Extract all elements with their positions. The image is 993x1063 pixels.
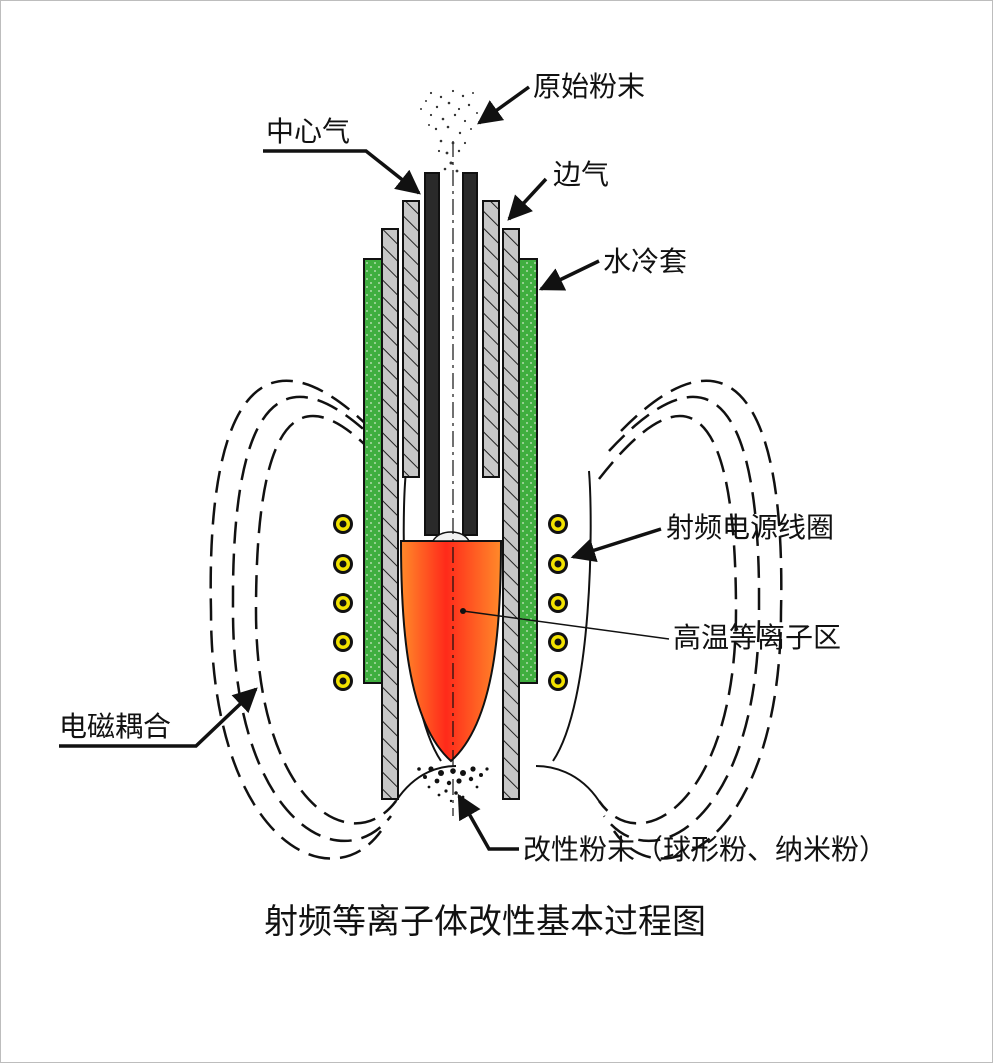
leader-water-jacket [538, 259, 600, 291]
label-modified-powder: 改性粉末（球形粉、纳米粉） [523, 833, 887, 866]
rf-coils-left [333, 514, 353, 691]
outer-tube-right [502, 228, 520, 800]
leader-center-gas [263, 149, 421, 195]
inner-tube-left [424, 172, 440, 536]
label-em-coupling: 电磁耦合 [59, 710, 171, 743]
modified-powder-particles [417, 766, 489, 803]
raw-powder-spray [420, 89, 478, 173]
leader-side-gas [507, 177, 548, 221]
field-lines [209, 379, 783, 860]
leader-rf-coil [570, 527, 662, 562]
label-water-jacket: 水冷套 [603, 245, 687, 278]
leader-em-coupling [59, 687, 258, 748]
inner-tube-right [462, 172, 478, 536]
leader-modified-powder [457, 793, 519, 851]
rf-coils-right [548, 514, 568, 691]
leader-plasma-zone-dot [460, 608, 466, 614]
leader-raw-powder [477, 85, 531, 125]
label-center-gas: 中心气 [266, 115, 350, 148]
middle-tube-left [402, 200, 420, 478]
diagram-caption: 射频等离子体改性基本过程图 [264, 902, 706, 942]
plasma-zone [399, 540, 503, 763]
leader-plasma-zone [462, 610, 670, 640]
label-rf-coil: 射频电源线圈 [666, 511, 834, 544]
label-raw-powder: 原始粉末 [533, 70, 645, 103]
plasma-nozzle-cap [431, 531, 471, 542]
label-plasma-zone: 高温等离子区 [673, 621, 841, 654]
leader-lines [59, 85, 662, 851]
outer-tube-left [381, 228, 399, 800]
middle-tube-right [482, 200, 500, 478]
label-side-gas: 边气 [553, 158, 609, 191]
